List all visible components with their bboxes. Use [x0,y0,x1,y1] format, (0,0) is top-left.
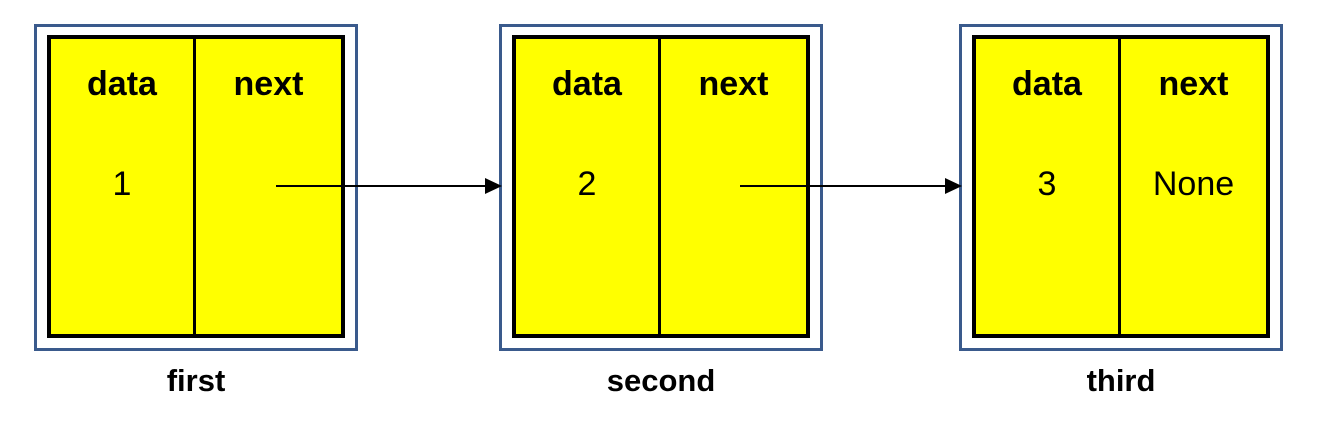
node-label-second: second [606,363,716,398]
node-second-data-value: 2 [577,165,597,203]
node-first-data-header: data [87,65,157,103]
node-second-data-cell: data 2 [516,39,661,334]
node-box-first: data 1 next [47,35,345,338]
node-first-next-header: next [233,65,304,103]
node-first-next-cell: next [196,39,341,334]
node-third-next-value: None [1152,165,1235,203]
node-third-data-cell: data 3 [976,39,1121,334]
node-third-data-value: 3 [1037,165,1057,203]
node-second-next-header: next [698,65,769,103]
node-label-first: first [166,363,226,398]
node-first-data-cell: data 1 [51,39,196,334]
node-box-third: data 3 next None [972,35,1270,338]
node-second-next-cell: next [661,39,806,334]
node-third-data-header: data [1012,65,1082,103]
node-label-third: third [1086,363,1156,398]
node-box-second: data 2 next [512,35,810,338]
node-third-next-header: next [1158,65,1229,103]
node-third-next-cell: next None [1121,39,1266,334]
node-first-data-value: 1 [112,165,132,203]
node-second-data-header: data [552,65,622,103]
